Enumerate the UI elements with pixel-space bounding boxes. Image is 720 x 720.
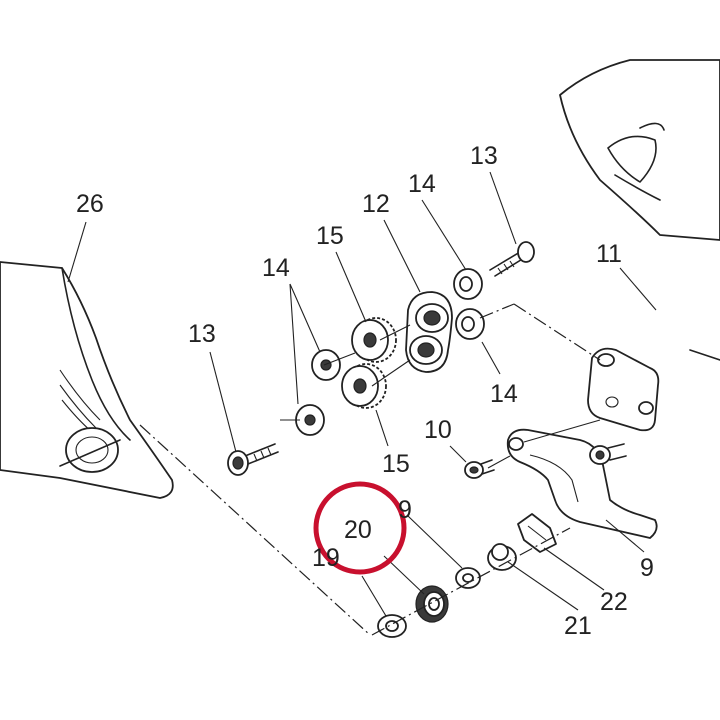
callout-14-top: 14 (408, 170, 436, 198)
spacer-part-21 (487, 543, 517, 571)
bracket-part-11 (587, 347, 720, 432)
callout-9-lower: 9 (398, 496, 412, 524)
screw-part-13-lower (227, 443, 279, 476)
assembly-axes (139, 303, 601, 636)
callout-20: 20 (344, 516, 372, 544)
callout-9-right: 9 (640, 554, 654, 582)
roller-part-20 (415, 585, 449, 623)
callout-15-upper: 15 (316, 222, 344, 250)
callout-19: 19 (312, 544, 340, 572)
callout-10: 10 (424, 416, 452, 444)
callout-21: 21 (564, 612, 592, 640)
washer-part-9-lower (455, 567, 481, 589)
screw-part-10 (464, 459, 495, 479)
callout-14-left: 14 (262, 254, 290, 282)
gear-part-15-upper (351, 317, 397, 363)
callout-13-lower: 13 (188, 320, 216, 348)
callout-22: 22 (600, 588, 628, 616)
callout-11: 11 (596, 240, 622, 268)
screw-part-13-upper (489, 241, 535, 277)
gear-part-15-lower (341, 363, 387, 409)
bracket-part-9 (506, 428, 658, 539)
highlight-ring (313, 481, 407, 575)
callout-13-upper: 13 (470, 142, 498, 170)
callout-15-lower: 15 (382, 450, 410, 478)
washer-part-19 (377, 614, 407, 638)
washer-part-14-d (295, 404, 325, 436)
callout-26: 26 (76, 190, 104, 218)
plate-part-12 (405, 291, 453, 373)
clip-part-22 (517, 513, 557, 553)
screw-part-9-bracket (589, 443, 627, 465)
callout-labels: 26 13 14 12 15 14 13 11 14 10 15 9 20 9 … (76, 142, 654, 640)
housing-part-26 (0, 261, 174, 499)
callout-12: 12 (362, 190, 390, 218)
callout-14-right: 14 (490, 380, 518, 408)
washer-part-14-a (453, 268, 483, 300)
washer-part-14-b (455, 308, 485, 340)
upper-right-housing (559, 59, 720, 241)
washer-part-14-c (311, 349, 341, 381)
